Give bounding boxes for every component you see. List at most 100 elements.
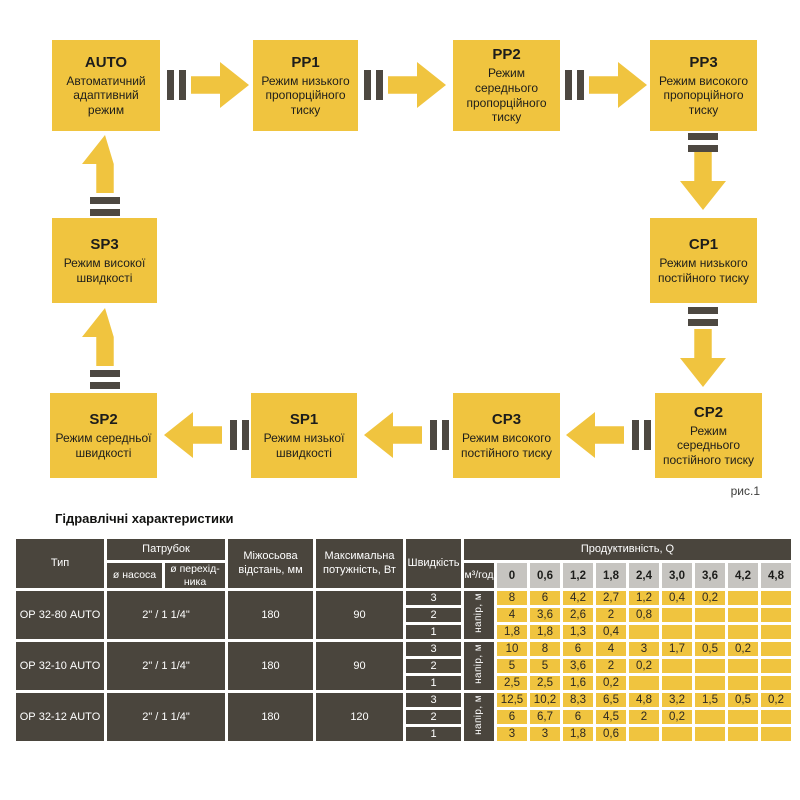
cell-head-value (662, 608, 692, 623)
flow-arrow-up-icon (82, 135, 114, 193)
pause-icon (90, 370, 120, 389)
pause-bar (430, 420, 437, 450)
cell-head-value: 4,8 (629, 693, 659, 708)
cell-head-value (629, 625, 659, 640)
col-header-speed: Швидкість (406, 539, 461, 589)
cell-head-value: 4,2 (563, 591, 593, 606)
pause-bar (179, 70, 186, 100)
pause-bar (230, 420, 237, 450)
pause-bar (644, 420, 651, 450)
flow-arrow-down-icon (680, 152, 726, 210)
cell-head-value: 8 (497, 591, 527, 606)
cell-head-value (728, 591, 758, 606)
pause-icon (632, 420, 651, 450)
flow-arrow-left-icon (164, 412, 222, 458)
mode-code: AUTO (84, 53, 128, 71)
cell-head-value: 1,8 (563, 727, 593, 742)
flow-value-header: 2,4 (629, 563, 659, 589)
cell-power: 120 (316, 693, 403, 742)
table-title: Гідравлічні характеристики (55, 511, 234, 526)
cell-head-value: 0,4 (662, 591, 692, 606)
cell-head-value: 2 (629, 710, 659, 725)
head-unit-label: напір, м (464, 591, 494, 640)
mode-code: CP2 (693, 403, 724, 421)
pause-icon (230, 420, 249, 450)
flow-value-header: 3,0 (662, 563, 692, 589)
cell-head-value: 4 (497, 608, 527, 623)
flow-arrow-left-icon (566, 412, 624, 458)
pause-bar (577, 70, 584, 100)
mode-label: Автоматичний адаптивний режим (66, 73, 146, 117)
pause-icon (430, 420, 449, 450)
flow-unit-label: м³/год (464, 563, 494, 589)
cell-head-value: 1,5 (695, 693, 725, 708)
cell-head-value: 1,7 (662, 642, 692, 657)
head-unit-text: напір, м (473, 644, 484, 685)
cell-head-value: 1,8 (497, 625, 527, 640)
cell-head-value: 4,5 (596, 710, 626, 725)
cell-head-value: 0,2 (596, 676, 626, 691)
cell-speed: 1 (406, 727, 461, 742)
mode-code: SP1 (289, 410, 319, 428)
pause-icon (565, 70, 584, 100)
cell-speed: 2 (406, 710, 461, 725)
cell-head-value: 0,2 (662, 710, 692, 725)
flow-arrow-right-icon (191, 62, 249, 108)
pause-bar (688, 319, 718, 326)
cell-connection: 2" / 1 1/4" (107, 591, 225, 640)
cell-head-value: 8 (530, 642, 560, 657)
flow-value-header: 0,6 (530, 563, 560, 589)
pause-bar (376, 70, 383, 100)
cell-head-value: 0,6 (596, 727, 626, 742)
mode-label: Режим середнього постійного тиску (662, 423, 755, 467)
flow-arrow-up-icon (82, 308, 114, 366)
cell-head-value: 2,5 (497, 676, 527, 691)
pause-bar (90, 209, 120, 216)
cell-connection: 2" / 1 1/4" (107, 693, 225, 742)
cell-power: 90 (316, 591, 403, 640)
mode-label: Режим високого пропорційного тиску (658, 73, 749, 117)
cell-head-value: 0,5 (695, 642, 725, 657)
cell-speed: 3 (406, 591, 461, 606)
cell-head-value (662, 727, 692, 742)
mode-label: Режим високого постійного тиску (460, 430, 553, 460)
cell-head-value (728, 727, 758, 742)
cell-speed: 2 (406, 608, 461, 623)
cell-head-value: 12,5 (497, 693, 527, 708)
mode-code: PP3 (689, 53, 718, 71)
cell-speed: 2 (406, 659, 461, 674)
cell-head-value: 3 (629, 642, 659, 657)
pause-bar (90, 197, 120, 204)
mode-label: Режим низької швидкості (263, 430, 345, 460)
cell-head-value (728, 676, 758, 691)
cell-head-value (728, 710, 758, 725)
flow-value-header: 1,2 (563, 563, 593, 589)
col-header-adapter-diameter: ø перехід- ника (165, 563, 225, 589)
cell-head-value: 6 (497, 710, 527, 725)
cell-head-value: 2,5 (530, 676, 560, 691)
pause-bar (565, 70, 572, 100)
cell-head-value: 8,3 (563, 693, 593, 708)
cell-model: ОР 32-12 AUTO (16, 693, 104, 742)
figure-caption: рис.1 (730, 484, 760, 498)
cell-head-value (728, 608, 758, 623)
cell-head-value: 6,5 (596, 693, 626, 708)
cell-head-value (761, 676, 791, 691)
mode-code: SP3 (90, 235, 119, 253)
cell-head-value: 0,2 (629, 659, 659, 674)
flow-value-header: 4,8 (761, 563, 791, 589)
pause-bar (688, 145, 718, 152)
mode-label: Режим середньої швидкості (55, 430, 152, 460)
cell-model: ОР 32-80 AUTO (16, 591, 104, 640)
cell-head-value (695, 608, 725, 623)
cell-distance: 180 (228, 591, 313, 640)
pause-icon (90, 197, 120, 216)
cell-head-value (662, 659, 692, 674)
mode-box-auto: AUTO Автоматичний адаптивний режим (52, 40, 160, 131)
